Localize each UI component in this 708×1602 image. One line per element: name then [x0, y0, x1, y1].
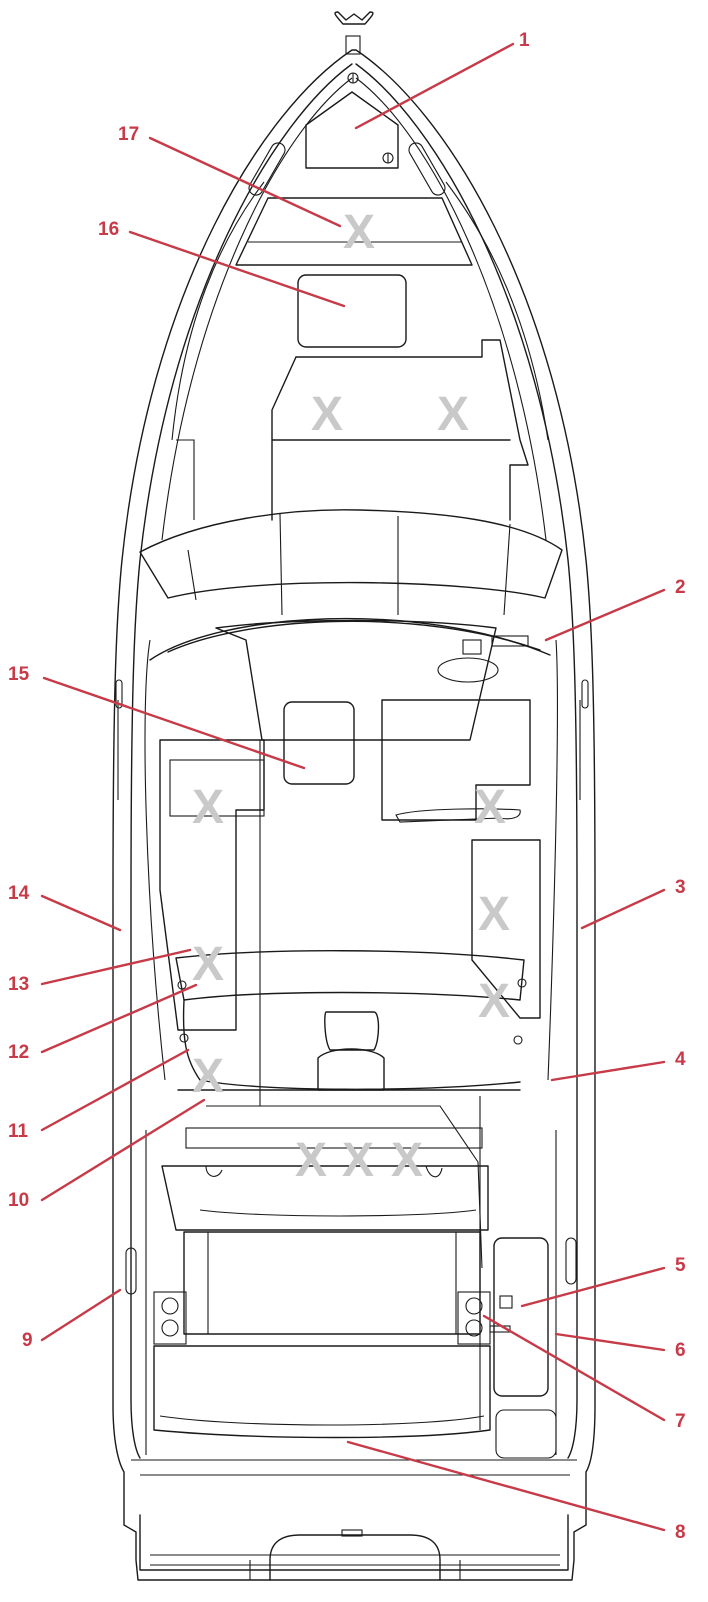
leader-line-1	[354, 42, 515, 130]
callout-label-3: 3	[675, 877, 686, 898]
leader-line-6	[554, 1332, 666, 1352]
aft-deck	[125, 1089, 577, 1459]
callout-label-10: 10	[8, 1190, 29, 1211]
callout-label-13: 13	[8, 974, 29, 995]
x-marker: X	[192, 938, 224, 991]
callout-label-4: 4	[675, 1049, 686, 1070]
x-marker: X	[342, 1134, 374, 1187]
leader-line-9	[40, 1288, 122, 1342]
x-marker: X	[311, 388, 343, 441]
callout-label-5: 5	[675, 1255, 686, 1276]
leader-line-16	[128, 230, 346, 308]
leader-line-15	[42, 676, 306, 770]
leader-line-12	[40, 983, 198, 1054]
leader-line-11	[40, 1048, 190, 1132]
x-markers: X X X X X X X X X X X X	[192, 206, 510, 1187]
x-marker: X	[192, 781, 224, 834]
callout-label-7: 7	[675, 1411, 686, 1432]
leader-line-14	[40, 894, 122, 932]
x-marker: X	[391, 1134, 423, 1187]
callout-label-11: 11	[8, 1121, 29, 1142]
x-marker: X	[478, 975, 510, 1028]
callout-label-12: 12	[8, 1042, 29, 1063]
leader-line-7	[482, 1314, 666, 1422]
callout-label-17: 17	[118, 124, 139, 145]
leader-line-17	[148, 136, 342, 228]
x-marker: X	[343, 206, 375, 259]
leader-line-8	[346, 1440, 666, 1532]
x-marker: X	[192, 1050, 224, 1103]
leader-line-13	[40, 948, 192, 986]
hull-outline	[112, 49, 596, 1581]
x-marker: X	[295, 1134, 327, 1187]
callout-label-2: 2	[675, 577, 686, 598]
x-marker: X	[478, 888, 510, 941]
callout-label-1: 1	[519, 30, 530, 51]
leader-line-2	[544, 588, 666, 642]
callout-label-8: 8	[675, 1522, 686, 1543]
callout-label-6: 6	[675, 1340, 686, 1361]
callout-leaders	[40, 42, 666, 1532]
leader-line-4	[550, 1060, 666, 1082]
leader-line-3	[580, 888, 666, 930]
callout-label-9: 9	[22, 1330, 33, 1351]
leader-line-5	[520, 1266, 666, 1308]
bow-area	[171, 11, 549, 521]
x-marker: X	[437, 388, 469, 441]
callout-label-15: 15	[8, 664, 30, 685]
leader-line-10	[40, 1098, 206, 1202]
x-marker: X	[474, 781, 506, 834]
callout-label-16: 16	[98, 219, 119, 240]
windshield-and-cockpit	[115, 509, 589, 1430]
callout-labels: 1 2 3 4 5 6 7 8 9 10 11 12 13 14 15 16 1…	[8, 30, 686, 1543]
callout-label-14: 14	[8, 883, 30, 904]
